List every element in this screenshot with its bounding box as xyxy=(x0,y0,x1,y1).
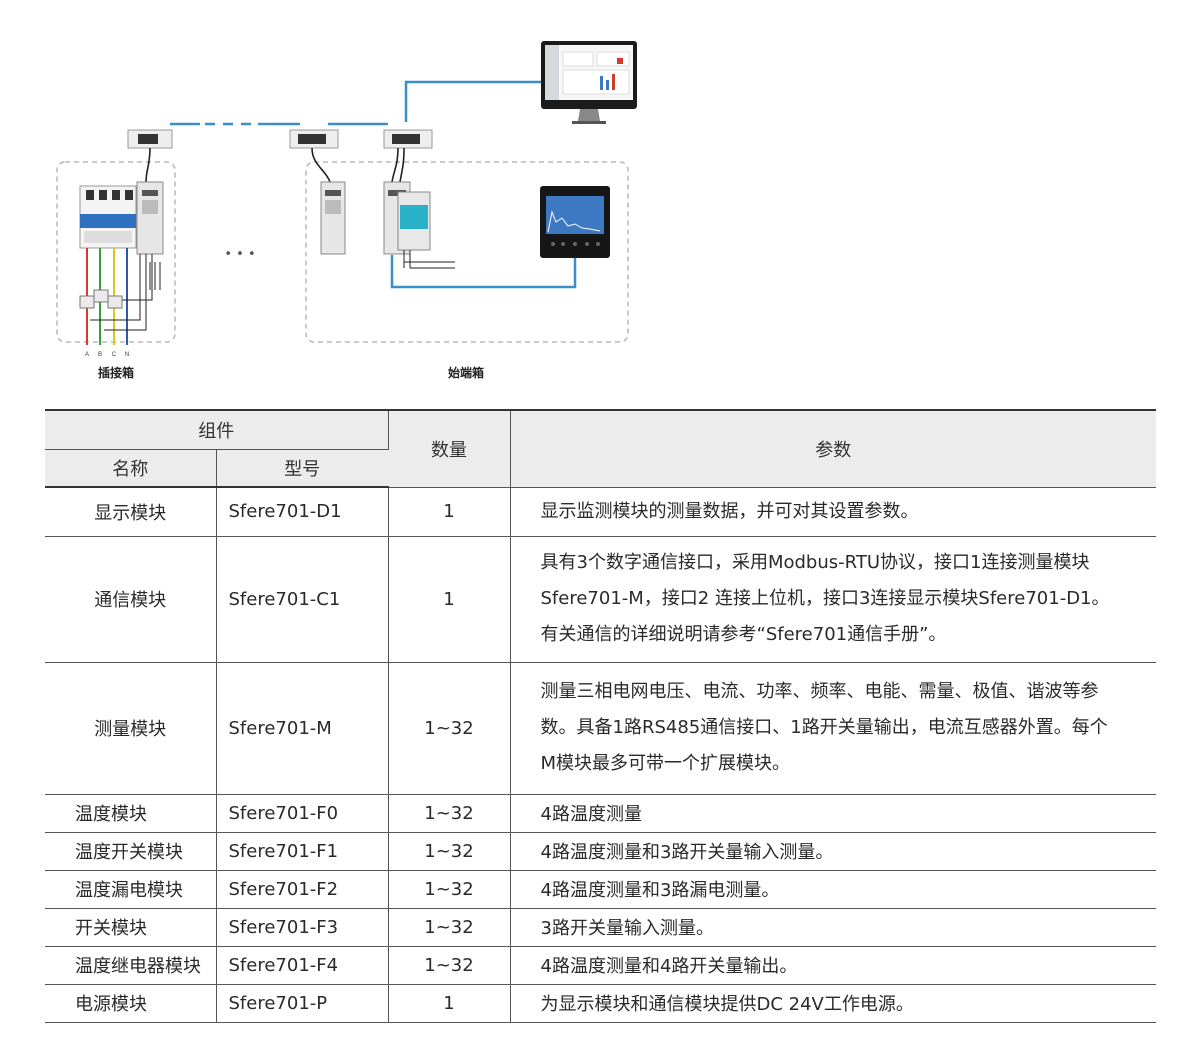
phase-label-n: N xyxy=(125,352,129,358)
ct-sensors xyxy=(79,289,123,309)
header-params: 参数 xyxy=(510,409,1156,488)
display-module-icon xyxy=(540,186,610,258)
start-box-outline xyxy=(305,161,629,343)
cell-params: 4路温度测量和3路漏电测量。 xyxy=(510,870,1156,909)
cell-qty: 1~32 xyxy=(388,908,511,947)
cell-params: 4路温度测量和4路开关量输出。 xyxy=(510,946,1156,985)
table-row: 温度继电器模块 Sfere701-F4 1~32 4路温度测量和4路开关量输出。 xyxy=(45,946,1156,985)
table-row: 电源模块 Sfere701-P 1 为显示模块和通信模块提供DC 24V工作电源… xyxy=(45,984,1156,1023)
table-row: 显示模块 Sfere701-D1 1 显示监测模块的测量数据，并可对其设置参数。 xyxy=(45,487,1156,537)
params-line: 测量三相电网电压、电流、功率、频率、电能、需量、极值、谐波等参 xyxy=(540,681,1099,702)
connector-block-1 xyxy=(127,129,173,149)
table-row: 温度漏电模块 Sfere701-F2 1~32 4路温度测量和3路漏电测量。 xyxy=(45,870,1156,909)
params-line: 4路温度测量和3路开关量输入测量。 xyxy=(540,842,834,863)
cell-qty: 1~32 xyxy=(388,832,511,871)
cell-name: 显示模块 xyxy=(45,487,217,537)
cell-model: Sfere701-F3 xyxy=(216,908,389,947)
cell-name: 温度漏电模块 xyxy=(45,870,217,909)
monitor-icon xyxy=(541,41,637,124)
params-line: 具有3个数字通信接口，采用Modbus-RTU协议，接口1连接测量模块 xyxy=(540,552,1090,573)
cell-qty: 1 xyxy=(388,487,511,537)
cell-params: 测量三相电网电压、电流、功率、频率、电能、需量、极值、谐波等参 数。具备1路RS… xyxy=(510,662,1156,795)
cell-model: Sfere701-D1 xyxy=(216,487,389,537)
table-row: 温度开关模块 Sfere701-F1 1~32 4路温度测量和3路开关量输入测量… xyxy=(45,832,1156,871)
cell-qty: 1 xyxy=(388,984,511,1023)
table-row: 温度模块 Sfere701-F0 1~32 4路温度测量 xyxy=(45,794,1156,833)
cell-params: 3路开关量输入测量。 xyxy=(510,908,1156,947)
connector-block-3 xyxy=(383,129,433,149)
header-quantity: 数量 xyxy=(388,409,511,488)
wiring-diagram: • • • xyxy=(56,41,637,380)
cell-model: Sfere701-F2 xyxy=(216,870,389,909)
ellipsis: • • • xyxy=(224,247,255,262)
header-name: 名称 xyxy=(45,449,217,488)
caption-plug-box: 插接箱 xyxy=(98,365,134,380)
cell-qty: 1~32 xyxy=(388,662,511,795)
cell-model: Sfere701-F1 xyxy=(216,832,389,871)
cell-name: 电源模块 xyxy=(45,984,217,1023)
params-line: Sfere701-M，接口2 连接上位机，接口3连接显示模块Sfere701-D… xyxy=(540,588,1110,609)
params-line: 显示监测模块的测量数据，并可对其设置参数。 xyxy=(540,500,919,522)
params-line: 4路温度测量 xyxy=(540,804,642,825)
breaker-icon xyxy=(79,185,137,249)
cell-model: Sfere701-P xyxy=(216,984,389,1023)
params-line: 4路温度测量和3路漏电测量。 xyxy=(540,880,780,901)
params-line: 有关通信的详细说明请参考“Sfere701通信手册”。 xyxy=(540,624,947,645)
cell-model: Sfere701-F0 xyxy=(216,794,389,833)
cell-qty: 1~32 xyxy=(388,870,511,909)
params-line: 数。具备1路RS485通信接口、1路开关量输出，电流互感器外置。每个 xyxy=(540,717,1108,738)
connector-block-2 xyxy=(289,129,339,149)
bus-line xyxy=(170,80,577,289)
params-line: M模块最多可带一个扩展模块。 xyxy=(540,753,791,774)
cell-model: Sfere701-M xyxy=(216,662,389,795)
cell-params: 具有3个数字通信接口，采用Modbus-RTU协议，接口1连接测量模块 Sfer… xyxy=(510,536,1156,663)
cell-name: 温度继电器模块 xyxy=(45,946,217,985)
caption-start-box: 始端箱 xyxy=(448,365,484,380)
table-row: 开关模块 Sfere701-F3 1~32 3路开关量输入测量。 xyxy=(45,908,1156,947)
cell-qty: 1~32 xyxy=(388,946,511,985)
cell-model: Sfere701-C1 xyxy=(216,536,389,663)
cell-name: 开关模块 xyxy=(45,908,217,947)
component-spec-table: 组件 数量 参数 名称 型号 显示模块 Sfere701-D1 1 显示监测模块… xyxy=(45,409,1156,1023)
table-row: 通信模块 Sfere701-C1 1 具有3个数字通信接口，采用Modbus-R… xyxy=(45,536,1156,663)
phase-label-a: A xyxy=(85,352,89,358)
cell-name: 温度模块 xyxy=(45,794,217,833)
cell-name: 温度开关模块 xyxy=(45,832,217,871)
power-module-icon xyxy=(397,191,431,251)
cell-model: Sfere701-F4 xyxy=(216,946,389,985)
params-line: 3路开关量输入测量。 xyxy=(540,918,714,939)
plug-box-outline xyxy=(56,161,176,343)
cell-name: 测量模块 xyxy=(45,662,217,795)
cell-name: 通信模块 xyxy=(45,536,217,663)
cell-params: 4路温度测量和3路开关量输入测量。 xyxy=(510,832,1156,871)
params-line: 4路温度测量和4路开关量输出。 xyxy=(540,956,798,977)
cell-params: 4路温度测量 xyxy=(510,794,1156,833)
cell-qty: 1 xyxy=(388,536,511,663)
measure-module-b-icon xyxy=(320,181,346,255)
cell-params: 为显示模块和通信模块提供DC 24V工作电源。 xyxy=(510,984,1156,1023)
params-line: 为显示模块和通信模块提供DC 24V工作电源。 xyxy=(540,994,914,1015)
header-model: 型号 xyxy=(216,449,388,488)
cell-qty: 1~32 xyxy=(388,794,511,833)
header-components: 组件 xyxy=(45,409,389,450)
table-row: 测量模块 Sfere701-M 1~32 测量三相电网电压、电流、功率、频率、电… xyxy=(45,662,1156,795)
cell-params: 显示监测模块的测量数据，并可对其设置参数。 xyxy=(510,487,1156,537)
measure-module-a-icon xyxy=(136,181,164,255)
phase-label-b: B xyxy=(98,352,102,358)
phase-label-c: C xyxy=(112,352,117,358)
